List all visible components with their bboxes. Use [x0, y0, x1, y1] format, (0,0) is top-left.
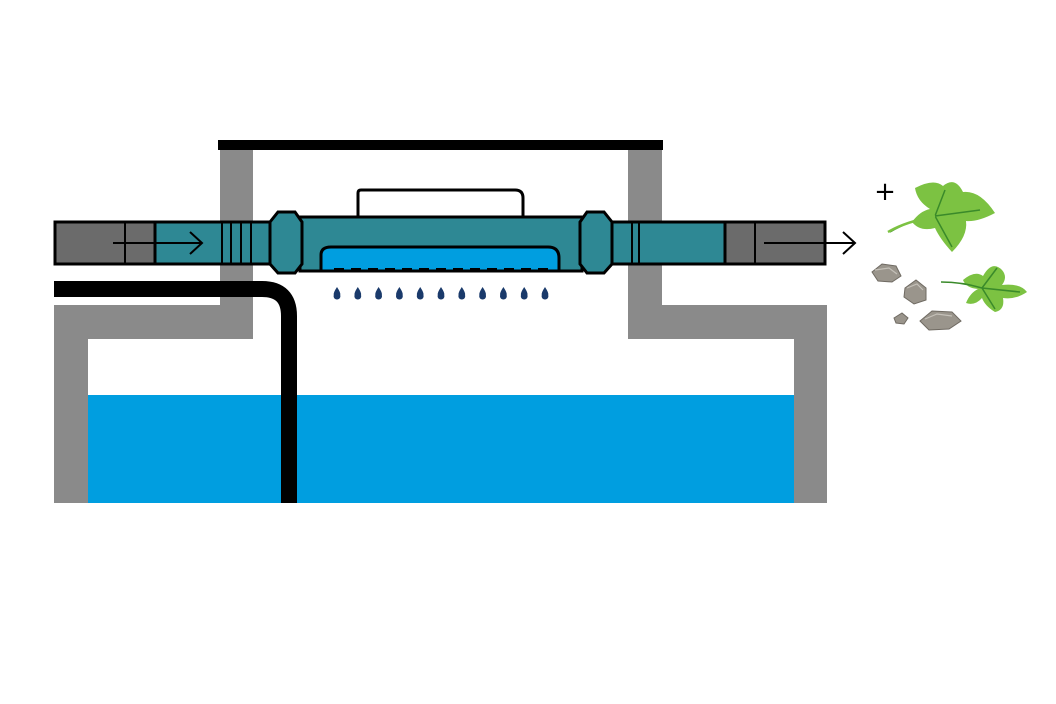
supply-hose — [54, 281, 297, 503]
water-drop-icon — [333, 287, 341, 300]
stone-icon — [919, 310, 962, 331]
filter-left-coupling — [268, 210, 304, 275]
leaf-icon — [940, 266, 1027, 312]
leaf-icon — [887, 182, 995, 252]
filter-body — [268, 188, 614, 275]
water-drop-icon — [479, 287, 486, 300]
water-drops — [333, 287, 549, 300]
water-drop-icon — [354, 287, 362, 300]
stone-icon — [871, 263, 902, 283]
tank-wall-right — [628, 150, 827, 503]
filter-right-coupling — [578, 210, 614, 275]
water-drop-icon — [396, 287, 403, 300]
filter-screen — [319, 245, 561, 273]
inlet-arrow-icon — [113, 231, 204, 255]
water-drop-icon — [500, 287, 507, 300]
plus-sign: + — [874, 177, 896, 207]
tank-wall-left — [54, 150, 253, 503]
water-drop-icon — [541, 287, 549, 300]
outlet-arrow-icon — [764, 231, 857, 255]
tank-water — [88, 395, 794, 503]
water-drop-icon — [416, 287, 424, 300]
water-drop-icon — [458, 287, 466, 300]
stone-icon — [893, 312, 909, 325]
stone-icon — [903, 279, 927, 305]
water-drop-icon — [437, 287, 445, 300]
water-drop-icon — [520, 287, 528, 300]
shaft-cover — [218, 140, 663, 150]
water-drop-icon — [375, 287, 382, 300]
